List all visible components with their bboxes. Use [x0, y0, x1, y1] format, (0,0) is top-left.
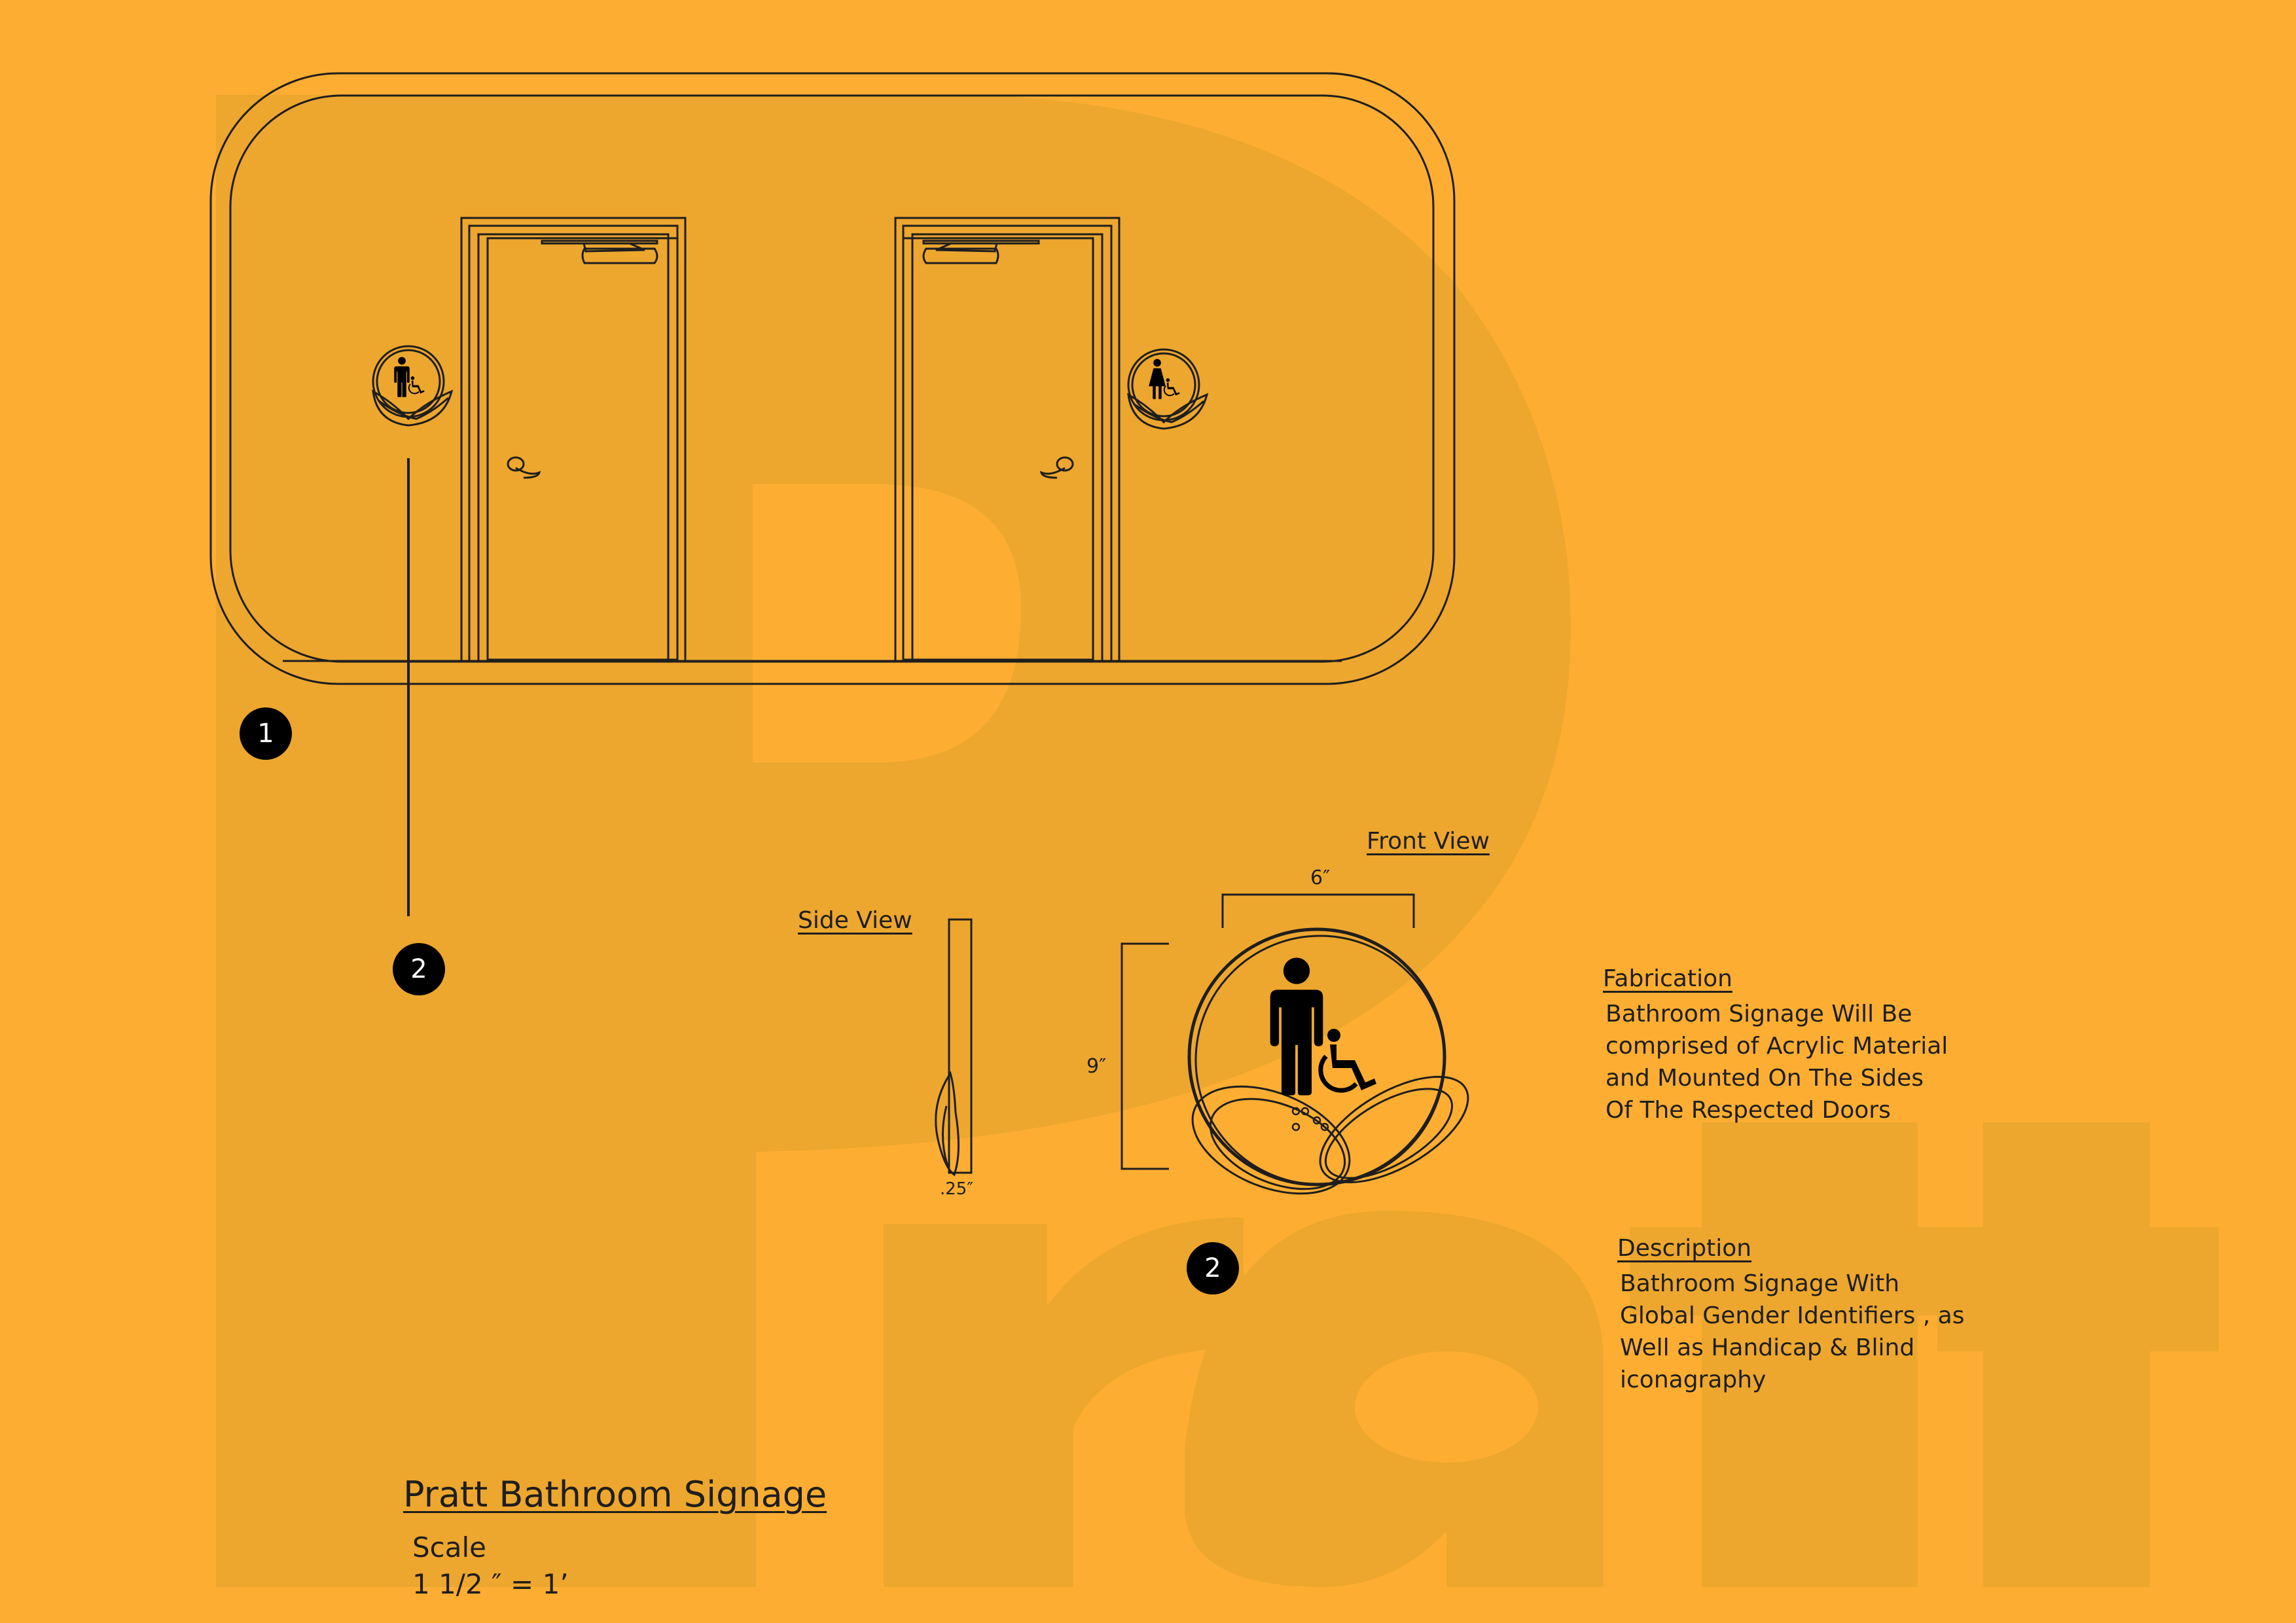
callout-2-detail: 2 [1187, 1242, 1239, 1294]
right-door [894, 217, 1121, 661]
description-line: Global Gender Identifiers , as [1620, 1302, 1965, 1329]
pratt-watermark [216, 95, 2219, 1587]
left-sign-elevation [372, 345, 454, 427]
fabrication-line: Bathroom Signage Will Be [1605, 1001, 1912, 1027]
side-depth-dimension: .25″ [940, 1179, 974, 1199]
watermark-letter-r [884, 1217, 1244, 1587]
right-sign-elevation [1127, 348, 1209, 430]
front-height-dimension: 9″ [1086, 1055, 1107, 1078]
watermark-letter-t2 [1937, 1122, 2219, 1587]
side-view-drawing [935, 918, 973, 1177]
drawing-title: Pratt Bathroom Signage [403, 1474, 827, 1515]
description-line: iconagraphy [1620, 1366, 1767, 1393]
elevation-outer-frame [209, 72, 1456, 685]
watermark-letter-a [1185, 1211, 1604, 1587]
height-dimension-bracket [1121, 942, 1169, 1170]
front-view-label: Front View [1367, 828, 1490, 855]
left-door [460, 217, 687, 661]
side-view-label: Side View [798, 907, 912, 934]
braille-dots [1291, 1107, 1329, 1132]
front-width-dimension: 6″ [1310, 866, 1331, 889]
width-dimension-bracket [1221, 893, 1415, 928]
description-text: Bathroom Signage With Global Gender Iden… [1620, 1268, 1964, 1396]
wall-elevation [209, 72, 1456, 685]
front-view-drawing [1121, 893, 1469, 1195]
watermark-letter-p [216, 95, 1571, 1587]
callout-1: 1 [240, 707, 292, 760]
description-line: Bathroom Signage With [1620, 1270, 1900, 1297]
fabrication-text: Bathroom Signage Will Be comprised of Ac… [1605, 998, 1948, 1126]
description-heading: Description [1617, 1235, 1752, 1262]
scale-value: 1 1/2 ″ = 1’ [412, 1568, 569, 1600]
scale-label: Scale [412, 1531, 486, 1563]
callout-2-elevation: 2 [393, 943, 445, 995]
fabrication-heading: Fabrication [1603, 965, 1732, 992]
description-line: Well as Handicap & Blind [1620, 1334, 1915, 1361]
fabrication-line: Of The Respected Doors [1605, 1097, 1891, 1124]
fabrication-line: and Mounted On The Sides [1605, 1065, 1924, 1092]
fabrication-line: comprised of Acrylic Material [1605, 1033, 1948, 1060]
watermark-letter-t1 [1630, 1122, 1990, 1587]
